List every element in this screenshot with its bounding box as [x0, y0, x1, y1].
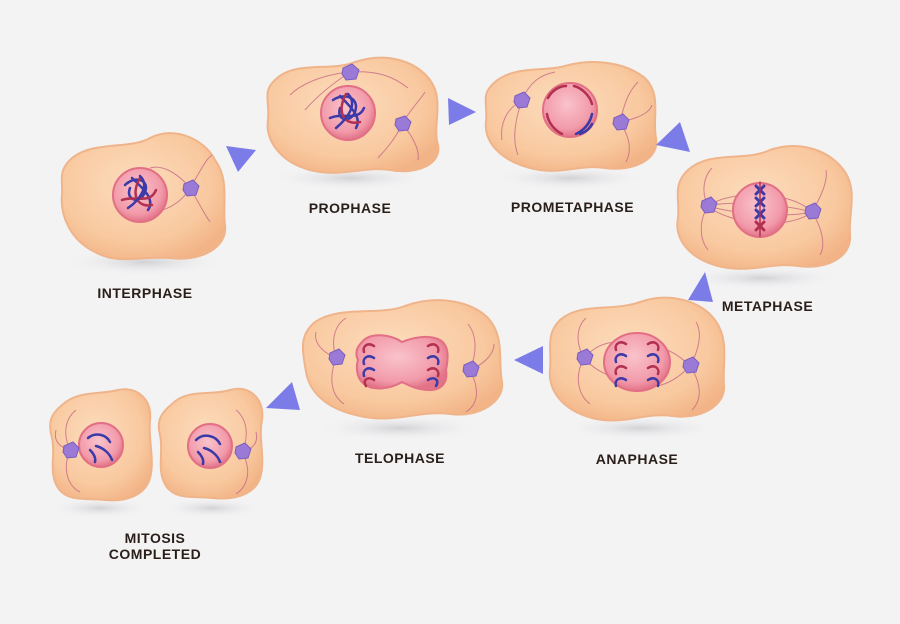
- centrosome: [682, 356, 700, 374]
- nucleus: [78, 422, 124, 468]
- daughter-cell-left: [48, 388, 153, 518]
- label-metaphase: METAPHASE: [721, 298, 814, 314]
- label-mitosis-completed-line1: MITOSIS: [124, 530, 186, 546]
- cell-shadow: [48, 498, 152, 518]
- nucleus: [542, 82, 598, 138]
- nucleus: [603, 332, 671, 392]
- cell-shadow: [680, 266, 844, 290]
- centrosome: [182, 179, 200, 197]
- label-telophase: TELOPHASE: [354, 450, 446, 466]
- metaphase-cell: [676, 145, 853, 290]
- cell-shadow: [270, 166, 430, 190]
- centrosome: [328, 348, 346, 366]
- label-interphase: INTERPHASE: [97, 285, 193, 301]
- cell-shadow: [492, 166, 648, 190]
- centrosome: [513, 91, 531, 109]
- arrow-icon: [448, 98, 476, 125]
- chromatin: [120, 174, 158, 212]
- centrosome: [804, 202, 822, 220]
- centrosome: [576, 348, 594, 366]
- centrosome: [462, 360, 480, 378]
- dividing-nucleus: [355, 334, 449, 392]
- label-prophase: PROPHASE: [308, 200, 392, 216]
- arrow-icon: [514, 346, 543, 374]
- label-prometaphase: PROMETAPHASE: [510, 199, 635, 215]
- centrosome: [62, 441, 80, 459]
- cell-shadow: [160, 498, 264, 518]
- centrosome: [341, 63, 360, 81]
- prophase-cell: [266, 56, 440, 190]
- centrosome: [394, 115, 412, 132]
- anaphase-cell: [548, 296, 726, 440]
- chromatin: [328, 92, 366, 130]
- daughter-cell-right: [157, 387, 264, 518]
- chromosomes: [754, 181, 766, 237]
- prometaphase-cell: [484, 61, 658, 190]
- arrow-icon: [688, 272, 713, 302]
- chromosomes: [362, 343, 440, 388]
- chromatin: [86, 433, 114, 464]
- arrow-icon: [656, 122, 690, 152]
- chromosomes: [614, 341, 660, 388]
- interphase-cell: [60, 132, 230, 276]
- arrow-icon: [266, 382, 300, 410]
- cell-shadow: [315, 415, 485, 441]
- centrosome: [612, 113, 630, 131]
- label-mitosis-completed-line2: COMPLETED: [108, 546, 202, 562]
- centrosome: [700, 196, 718, 214]
- centrosome: [234, 442, 252, 460]
- chromatin: [194, 434, 222, 466]
- telophase-cell: [302, 299, 504, 441]
- chromosomes: [545, 84, 594, 136]
- cell-shadow: [560, 416, 720, 440]
- nucleus: [187, 423, 233, 469]
- arrow-icon: [226, 146, 256, 172]
- label-anaphase: ANAPHASE: [595, 451, 679, 467]
